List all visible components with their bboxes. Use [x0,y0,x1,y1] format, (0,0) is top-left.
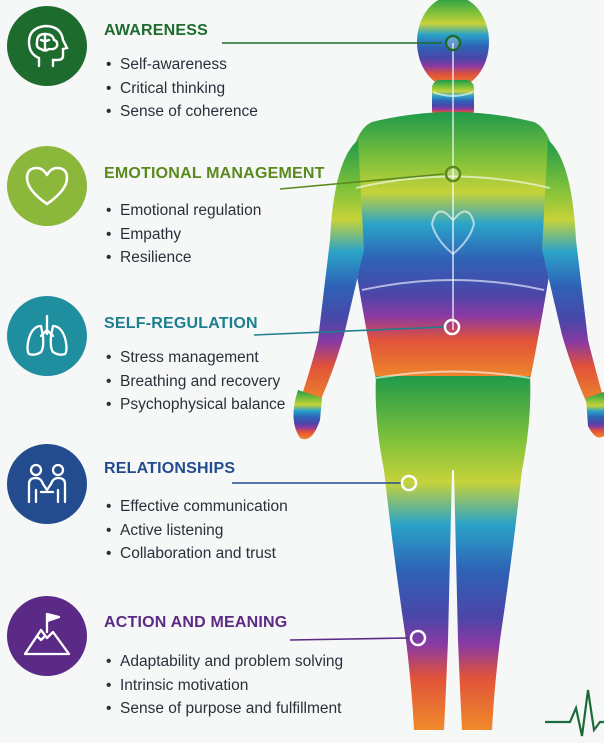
list-item: •Active listening [106,521,224,539]
bullet-list: •Emotional regulation •Empathy •Resilien… [106,199,261,270]
bullet-list: •Effective communication •Active listeni… [106,495,288,566]
bullet-list: •Adaptability and problem solving •Intri… [106,650,343,721]
heart-icon [7,146,87,226]
section-title: RELATIONSHIPS [104,460,236,477]
list-item: •Critical thinking [106,79,226,97]
list-item: •Intrinsic motivation [106,676,249,694]
list-item: •Psychophysical balance [106,396,286,413]
lungs-icon [7,296,87,376]
list-item: •Adaptability and problem solving [106,653,344,670]
bullet-list: •Stress management •Breathing and recove… [106,346,285,417]
list-item: •Resilience [106,249,192,266]
section-emotional-management: EMOTIONAL MANAGEMENT •Emotional regulati… [0,140,360,280]
list-item: •Collaboration and trust [106,545,276,562]
section-relationships: RELATIONSHIPS •Effective communication •… [0,438,360,578]
list-item: •Effective communication [106,498,288,515]
list-item: •Empathy [106,225,182,243]
list-item: •Breathing and recovery [106,372,281,390]
connector-lines [222,42,445,641]
section-title: ACTION AND MEANING [104,614,288,631]
connector-dots [400,34,462,647]
list-item: •Sense of purpose and fulfillment [106,700,342,717]
section-self-regulation: SELF-REGULATION •Stress management •Brea… [0,290,360,430]
list-item: •Self-awareness [106,56,227,73]
ecg-line-icon [545,689,604,737]
section-awareness: AWARENESS •Self-awareness •Critical thin… [0,0,360,130]
list-item: •Stress management [106,349,259,366]
body-zone-lines [355,43,551,379]
list-item: •Sense of coherence [106,103,258,120]
section-title: AWARENESS [104,22,209,39]
mountain-flag-icon [7,596,87,676]
section-title: EMOTIONAL MANAGEMENT [104,165,325,182]
brain-head-icon [7,6,87,86]
section-action-and-meaning: ACTION AND MEANING •Adaptability and pro… [0,590,360,740]
list-item: •Emotional regulation [106,202,262,219]
section-title: SELF-REGULATION [104,315,258,332]
bullet-list: •Self-awareness •Critical thinking •Sens… [106,53,258,124]
people-handshake-icon [7,444,87,524]
